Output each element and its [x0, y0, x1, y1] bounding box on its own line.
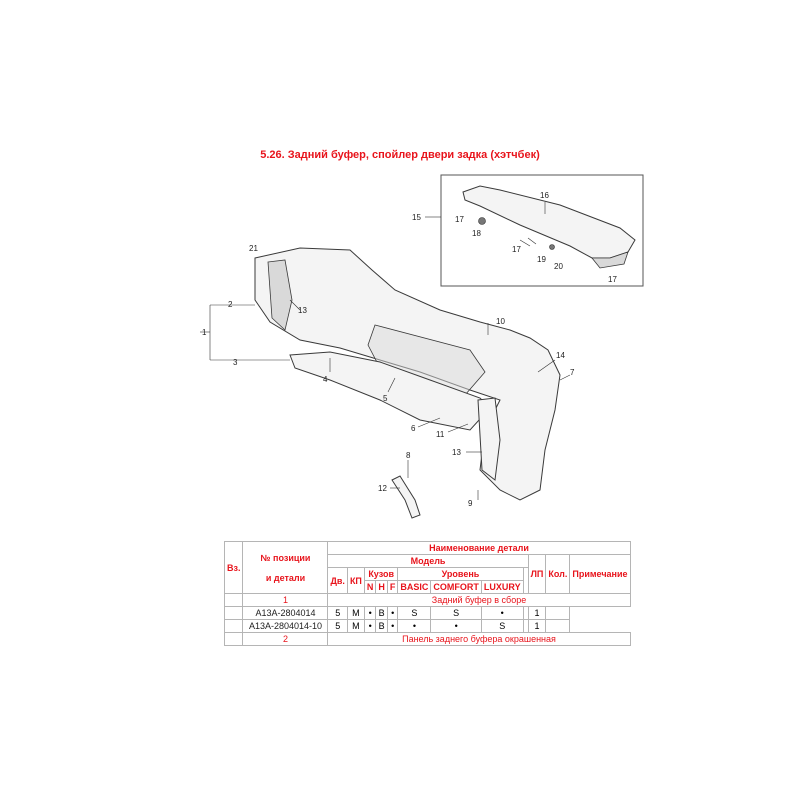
col-position: № позиции и детали — [242, 541, 329, 594]
callout-9: 9 — [468, 499, 473, 508]
group-position: 2 — [242, 632, 329, 646]
spoiler-grommet — [478, 217, 486, 225]
callout-17b: 17 — [512, 245, 521, 254]
callout-1: 1 — [202, 328, 207, 337]
callout-15: 15 — [412, 213, 421, 222]
col-model: Модель — [327, 554, 529, 568]
parts-table: Вз. № позиции и детали Наименование дета… — [223, 541, 631, 646]
group-name: Панель заднего буфера окрашенная — [327, 632, 631, 646]
part-number: A13A-2804014 — [242, 606, 329, 620]
col-basic: BASIC — [397, 580, 432, 594]
callout-13b: 13 — [452, 448, 461, 457]
col-luxury: LUXURY — [480, 580, 524, 594]
callout-20: 20 — [554, 262, 563, 271]
col-h: H — [375, 580, 388, 594]
group-position: 1 — [242, 593, 329, 607]
callout-11: 11 — [436, 430, 445, 439]
callout-5: 5 — [383, 394, 388, 403]
col-uroven: Уровень — [397, 567, 524, 581]
callout-12: 12 — [378, 484, 387, 493]
col-lp: ЛП — [527, 554, 547, 594]
page-title: 5.26. Задний буфер, спойлер двери задка … — [260, 149, 540, 161]
spoiler-inset-frame — [440, 174, 644, 287]
table-row: A13A-2804014 5 M • B • S S • 1 — [223, 606, 631, 620]
col-dv: Дв. — [327, 567, 348, 594]
callout-13a: 13 — [298, 306, 307, 315]
callout-18: 18 — [472, 229, 481, 238]
spoiler-lip — [591, 251, 629, 269]
callout-8: 8 — [406, 451, 411, 460]
page-crop — [0, 657, 800, 802]
callout-3: 3 — [233, 358, 238, 367]
part-number: A13A-2804014-10 — [242, 619, 329, 633]
callout-19: 19 — [537, 255, 546, 264]
col-f: F — [386, 580, 399, 594]
side-bracket-left — [267, 259, 293, 331]
table-row: A13A-2804014-10 5 M • B • • • S 1 — [223, 619, 631, 633]
callout-17c: 17 — [608, 275, 617, 284]
col-kp: КП — [346, 567, 365, 594]
callout-10: 10 — [496, 317, 505, 326]
callout-16: 16 — [540, 191, 549, 200]
callout-7: 7 — [570, 368, 575, 377]
col-note: Примечание — [569, 554, 631, 594]
callout-14: 14 — [556, 351, 565, 360]
col-comfort: COMFORT — [430, 580, 482, 594]
col-vz: Вз. — [223, 541, 244, 594]
leader-lines — [200, 202, 571, 489]
side-bracket-right — [477, 397, 501, 481]
col-name: Наименование детали — [327, 541, 631, 555]
rear-bumper-part — [254, 247, 561, 501]
callout-2: 2 — [228, 300, 233, 309]
col-n: N — [363, 580, 377, 594]
col-kol: Кол. — [545, 554, 571, 594]
parts-diagram: 1 2 3 4 5 6 7 8 9 10 11 12 13 13 14 15 1… — [200, 174, 644, 519]
group-row: 2 Панель заднего буфера окрашенная — [223, 632, 631, 646]
callout-4: 4 — [323, 375, 328, 384]
callout-21: 21 — [249, 244, 258, 253]
spoiler-bolt — [549, 244, 555, 250]
mount-bracket-part — [391, 475, 421, 519]
col-kuzov: Кузов — [363, 567, 399, 581]
callout-6: 6 — [411, 424, 416, 433]
group-name: Задний буфер в сборе — [327, 593, 631, 607]
callout-17a: 17 — [455, 215, 464, 224]
group-row: 1 Задний буфер в сборе — [223, 593, 631, 607]
spoiler-part — [462, 185, 636, 259]
